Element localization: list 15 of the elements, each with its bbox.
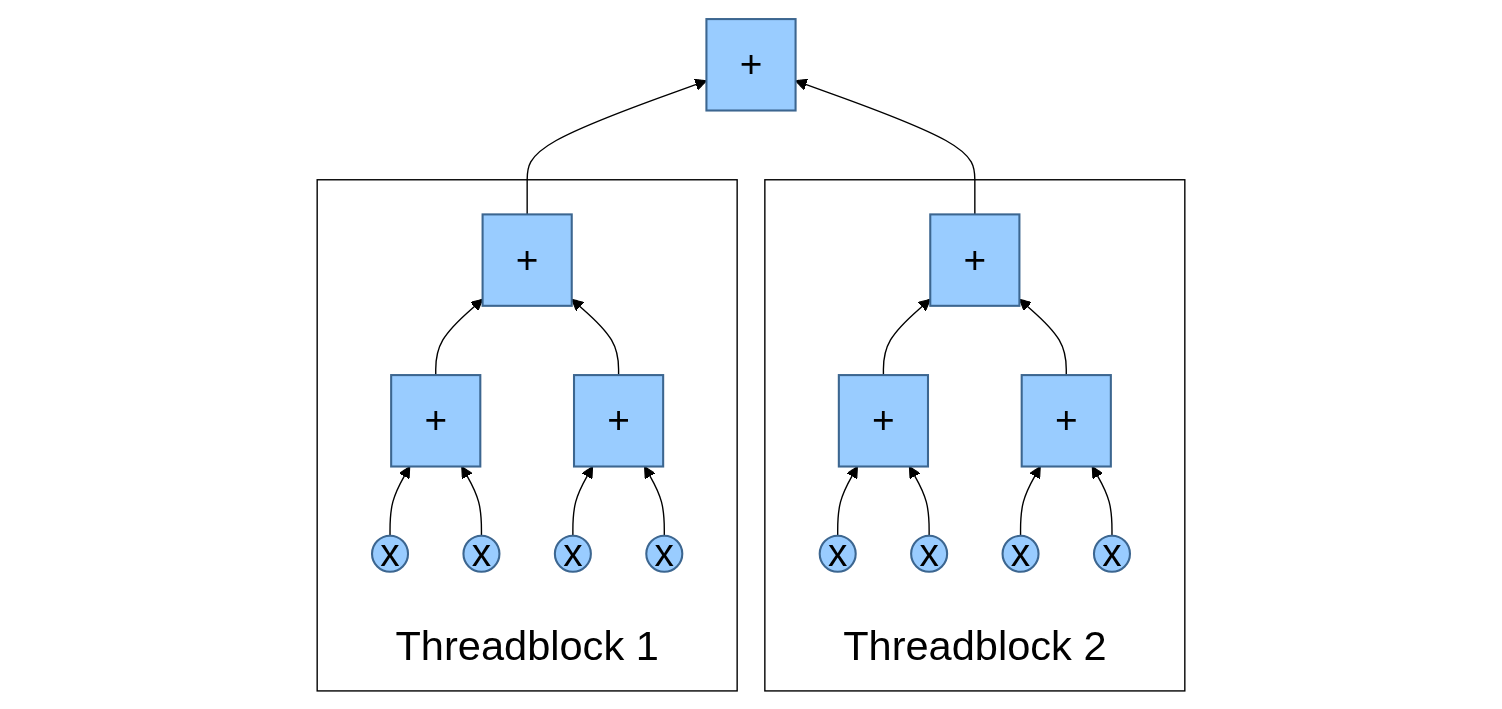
- node-circle: x: [818, 534, 857, 573]
- node-box: +: [572, 373, 665, 468]
- node-circle: x: [1092, 534, 1131, 573]
- node-box: +: [390, 373, 482, 468]
- node-box: +: [929, 212, 1021, 307]
- node-circle: x: [645, 534, 684, 573]
- node-circle: x: [462, 534, 501, 573]
- node-circle: x: [553, 534, 592, 573]
- node-circle: x: [910, 534, 949, 573]
- node-box: +: [705, 17, 797, 112]
- node-box: +: [837, 373, 930, 468]
- node-box: +: [1020, 373, 1112, 468]
- node-box: +: [481, 212, 573, 307]
- node-circle: x: [1001, 534, 1040, 573]
- node-circle: x: [370, 534, 410, 573]
